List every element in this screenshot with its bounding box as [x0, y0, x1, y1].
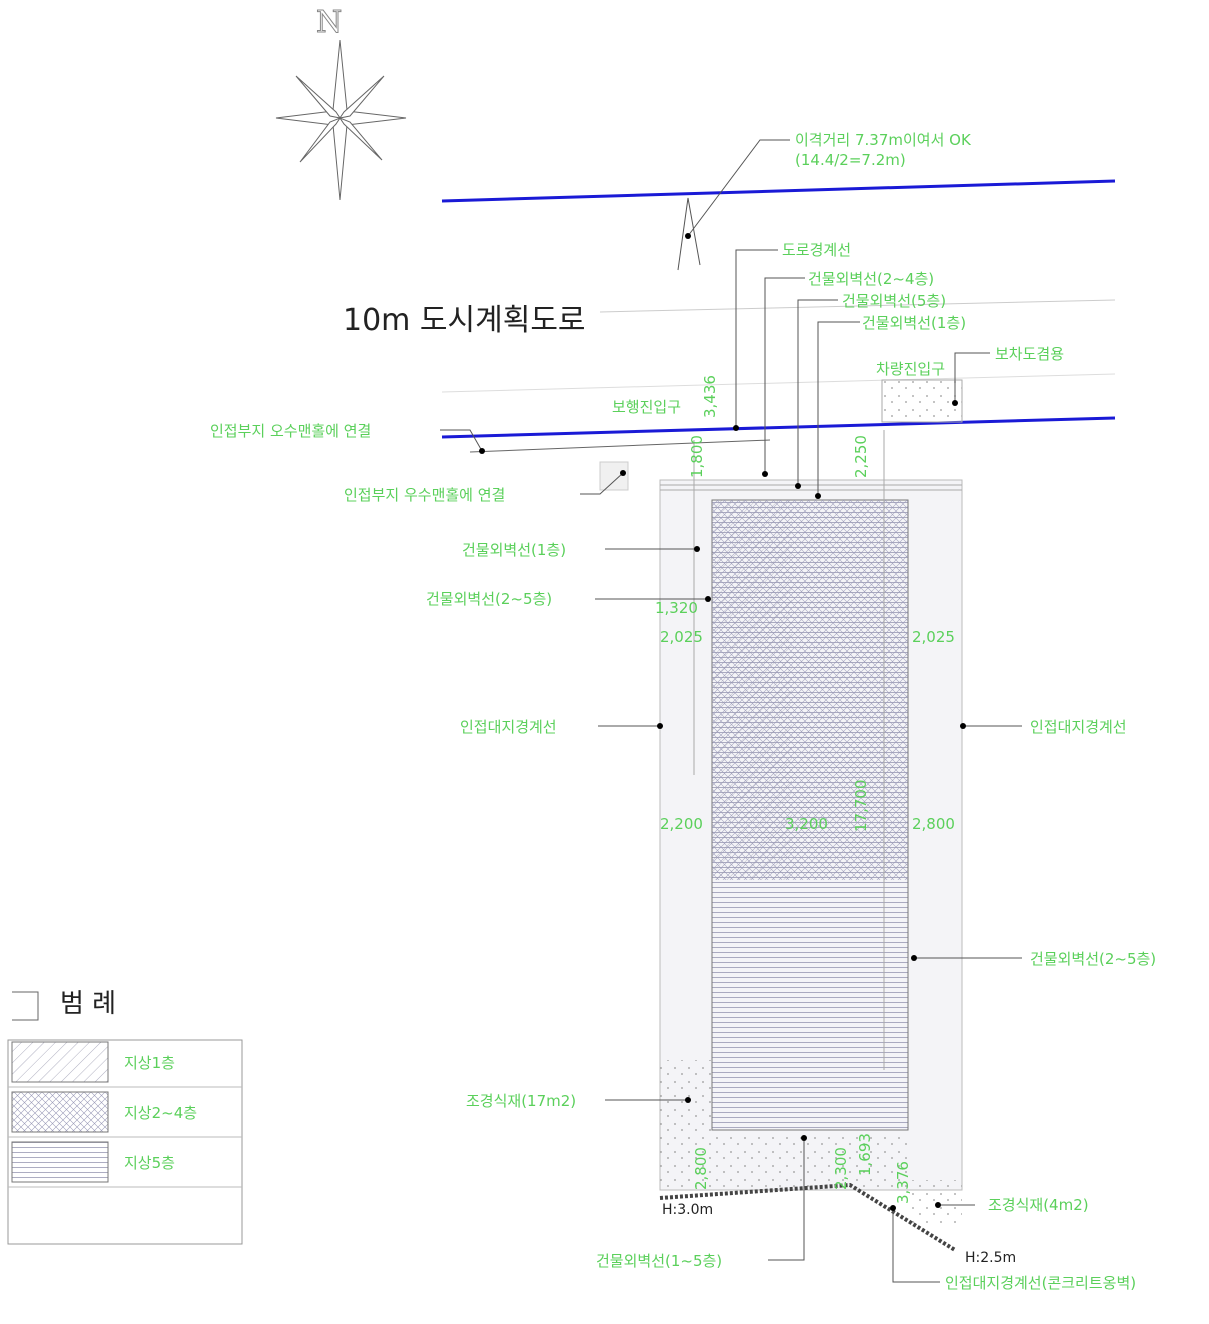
callout-wall-2-4: 건물외벽선(2~4층): [808, 270, 934, 288]
dim-2250: 2,250: [852, 435, 870, 478]
dim-3376: 3,376: [894, 1161, 912, 1204]
road-title: 10m 도시계획도로: [343, 303, 586, 338]
callout-adj-boundary-right: 인접대지경계선: [1030, 718, 1127, 736]
callout-road-boundary: 도로경계선: [782, 241, 851, 259]
retaining-wall: [659, 1182, 957, 1252]
legend-swatch-1: [11, 1041, 109, 1083]
north-label: N: [316, 5, 342, 40]
callout-wall-1-5-bottom: 건물외벽선(1~5층): [596, 1252, 722, 1270]
callout-wall-1-top: 건물외벽선(1층): [862, 314, 966, 332]
callout-ped-entry: 보행진입구: [612, 398, 681, 416]
vehicle-entry-area: [881, 379, 963, 423]
legend-label-2: 지상2~4층: [124, 1104, 197, 1122]
road-edge-top: [441, 179, 1116, 203]
dim-2200-left: 2,200: [660, 815, 703, 833]
legend-swatch-2: [11, 1091, 109, 1133]
dim-2300: 2,300: [832, 1147, 850, 1190]
callout-storm-link: 인접부지 우수맨홀에 연결: [344, 486, 505, 504]
dim-17700: 17,700: [852, 780, 870, 833]
dim-1800: 1,800: [688, 435, 706, 478]
legend-label-1: 지상1층: [124, 1054, 175, 1072]
callout-pedestrian-use: 보차도겸용: [995, 345, 1064, 363]
callout-vehicle-entry: 차량진입구: [876, 360, 945, 378]
callout-sewer-link: 인접부지 오수맨홀에 연결: [210, 422, 371, 440]
road-edge-bottom: [441, 416, 1116, 439]
legend-swatch-3: [11, 1141, 109, 1183]
dim-3200: 3,200: [785, 815, 828, 833]
dim-2025-left: 2,025: [660, 628, 703, 646]
callout-wall-5: 건물외벽선(5층): [842, 292, 946, 310]
legend-title: 범 례: [60, 989, 116, 1019]
north-arrow-icon: N: [275, 5, 407, 201]
legend-label-3: 지상5층: [124, 1154, 175, 1172]
height-left: H:3.0m: [662, 1202, 713, 1218]
callout-wall-2-5-left: 건물외벽선(2~5층): [426, 590, 552, 608]
height-right: H:2.5m: [965, 1250, 1016, 1266]
dim-3436: 3,436: [701, 375, 719, 418]
dim-2800: 2,800: [912, 815, 955, 833]
dim-2025-right: 2,025: [912, 628, 955, 646]
callout-landscape-17: 조경식재(17m2): [466, 1092, 576, 1110]
legend: 범 례 지상1층 지상2~4층 지상5층: [7, 989, 243, 1245]
callout-wall-1-left: 건물외벽선(1층): [462, 541, 566, 559]
dim-1693: 1,693: [856, 1133, 874, 1176]
callout-wall-2-5-right: 건물외벽선(2~5층): [1030, 950, 1156, 968]
callout-setback: 이격거리 7.37m이여서 OK: [795, 131, 972, 149]
dim-2800-bottom: 2,800: [692, 1147, 710, 1190]
callout-adj-boundary-left: 인접대지경계선: [460, 718, 557, 736]
landscape-area-left: [660, 1060, 712, 1190]
callout-adj-boundary-concrete: 인접대지경계선(콘크리트옹벽): [945, 1274, 1136, 1292]
dim-1320: 1,320: [655, 599, 698, 617]
callout-landscape-4: 조경식재(4m2): [988, 1196, 1089, 1214]
callout-setback-calc: (14.4/2=7.2m): [795, 151, 906, 169]
